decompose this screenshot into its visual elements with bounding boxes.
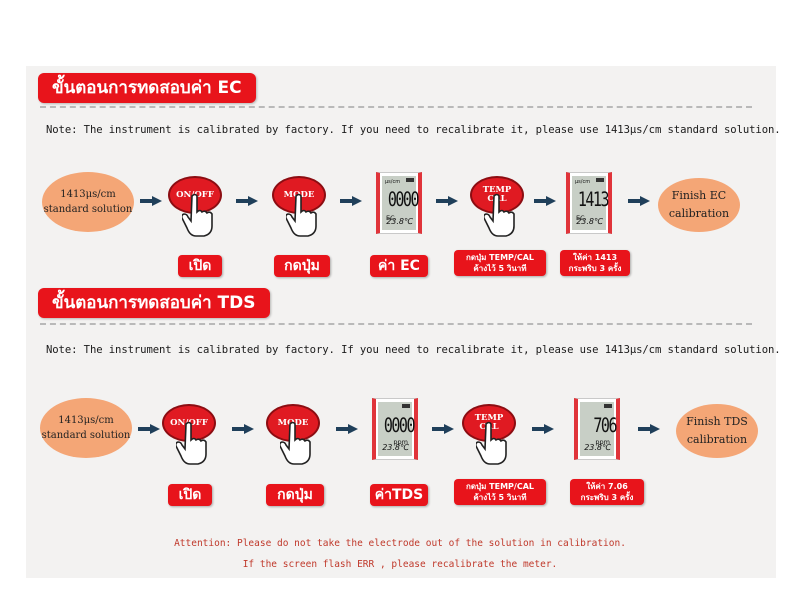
arrow-right-icon [436, 196, 458, 206]
ec-temp-cal-button: TEMPCAL [470, 176, 530, 238]
arrow-right-icon [336, 424, 358, 434]
arrow-right-icon [340, 196, 362, 206]
arrow-right-icon [232, 424, 254, 434]
ec-divider [40, 106, 752, 108]
ec-display-1413: μs/cm 1413 EC 23.8℃ [566, 172, 612, 234]
tds-section-title: ขั้นตอนการทดสอบค่า TDS [38, 288, 270, 318]
arrow-right-icon [534, 196, 556, 206]
hand-pointer-icon [484, 193, 515, 237]
arrow-right-icon [236, 196, 258, 206]
tds-note: Note: The instrument is calibrated by fa… [46, 344, 781, 356]
tds-display-zero: 0000 ppm 23.8℃ [372, 398, 418, 460]
tds-label-open: เปิด [168, 484, 212, 506]
tds-display-706: 706 ppm 23.8℃ [574, 398, 620, 460]
ec-mode-button: MODE [272, 176, 332, 238]
tds-divider [40, 323, 752, 325]
ec-label-press: กดปุ่ม [274, 255, 330, 277]
hand-pointer-icon [286, 193, 317, 237]
tds-on-off-button: ON/OFF [162, 404, 222, 466]
ec-note: Note: The instrument is calibrated by fa… [46, 124, 781, 136]
ec-on-off-button: ON/OFF [168, 176, 228, 238]
tds-label-press: กดปุ่ม [266, 484, 324, 506]
ec-section-title: ขั้นตอนการทดสอบค่า EC [38, 73, 256, 103]
tds-label-value: ค่าTDS [370, 484, 428, 506]
tds-mode-button: MODE [266, 404, 326, 466]
hand-pointer-icon [476, 421, 507, 465]
ec-display-zero: μs/cm 0000 EC 23.8℃ [376, 172, 422, 234]
hand-pointer-icon [176, 421, 207, 465]
arrow-right-icon [140, 196, 162, 206]
arrow-right-icon [432, 424, 454, 434]
hand-pointer-icon [280, 421, 311, 465]
attention-line-1: Attention: Please do not take the electr… [174, 538, 626, 549]
arrow-right-icon [138, 424, 160, 434]
arrow-right-icon [532, 424, 554, 434]
hand-pointer-icon [182, 193, 213, 237]
arrow-right-icon [638, 424, 660, 434]
ec-label-value: ค่า EC [370, 255, 428, 277]
ec-label-open: เปิด [178, 255, 222, 277]
attention-line-2: If the screen flash ERR , please recalib… [242, 559, 558, 570]
arrow-right-icon [628, 196, 650, 206]
tds-temp-cal-button: TEMPCAL [462, 404, 522, 466]
